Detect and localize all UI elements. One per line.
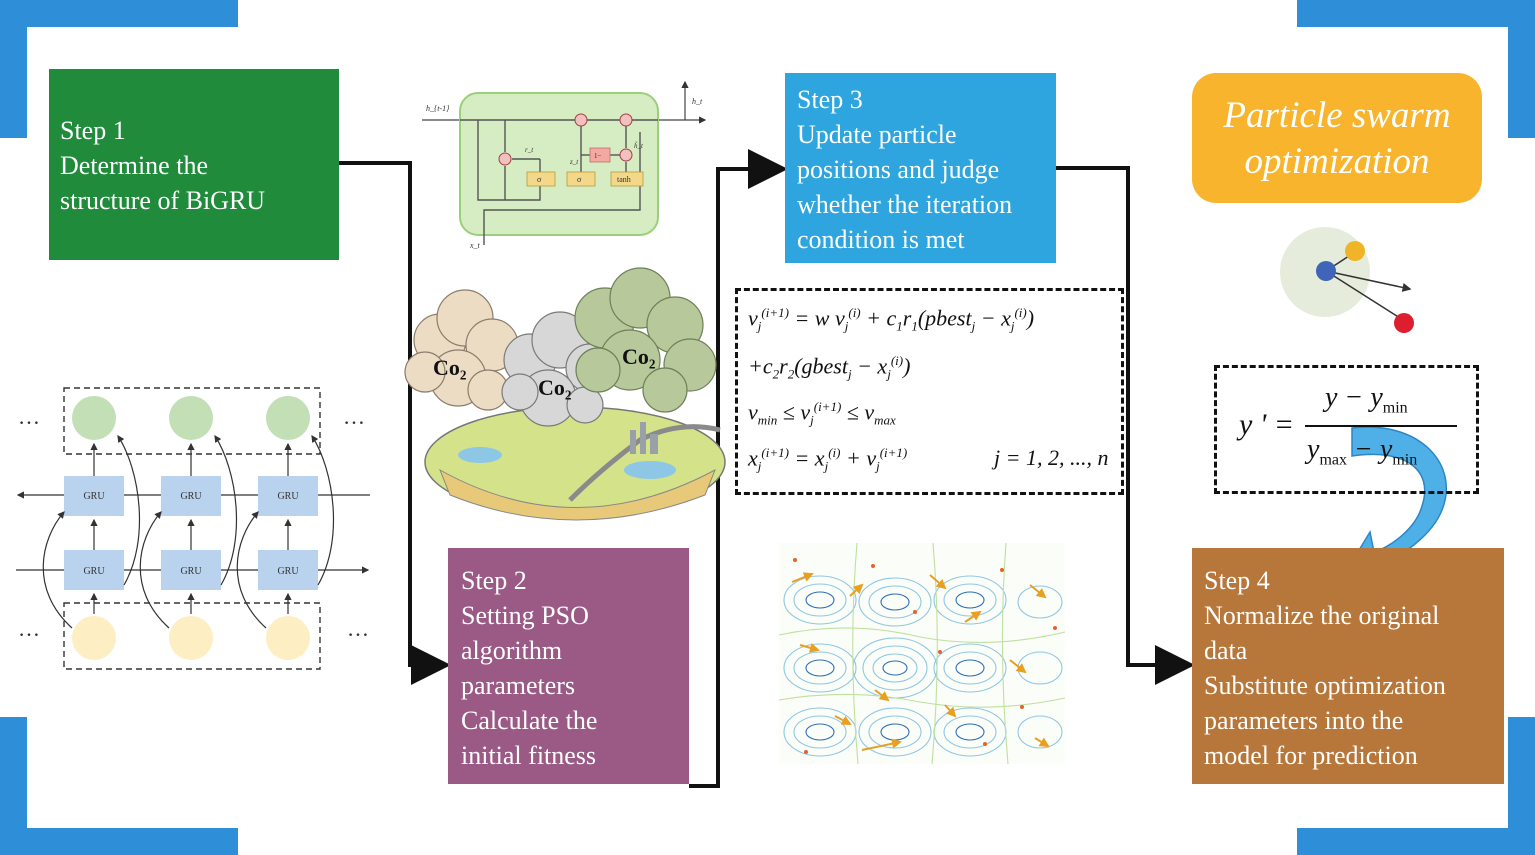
svg-text:GRU: GRU xyxy=(180,566,202,577)
step2-line: Calculate the xyxy=(461,706,598,735)
gru-cell-diagram: h_{t-1} h_t x_t r_t z_t σ σ tanh 1− h̃_t xyxy=(422,80,707,250)
normalization-numerator: y − ymin xyxy=(1325,382,1408,417)
svg-text:1−: 1− xyxy=(594,152,602,160)
frame-corner-top-right-vertical xyxy=(1508,0,1535,138)
svg-text:σ: σ xyxy=(577,175,582,184)
svg-text:GRU: GRU xyxy=(180,491,202,502)
svg-text:h̃_t: h̃_t xyxy=(634,142,644,150)
svg-text:σ: σ xyxy=(537,175,542,184)
pso-contour-plot xyxy=(778,542,1066,765)
step4-line: Normalize the original xyxy=(1204,601,1440,630)
bigru-network: GRU GRU GRU GRU GRU GRU … … … … xyxy=(16,387,370,670)
frame-corner-bottom-left xyxy=(0,828,238,855)
step3-line: whether the iteration xyxy=(797,190,1013,219)
step2-line: parameters xyxy=(461,671,576,700)
svg-text:x_t: x_t xyxy=(469,241,481,250)
step2-line: Setting PSO xyxy=(461,601,589,630)
step4-box: Step 4 Normalize the original data Subst… xyxy=(1192,548,1504,784)
normalization-lhs: y ' = xyxy=(1239,408,1294,441)
svg-text:GRU: GRU xyxy=(277,491,299,502)
frame-corner-top-left-vertical xyxy=(0,0,27,138)
svg-text:z_t: z_t xyxy=(569,158,579,166)
step4-title: Step 4 xyxy=(1204,566,1270,595)
normalization-formula-box: y ' = y − ymin ymax − ymin xyxy=(1214,365,1479,494)
step2-box: Step 2 Setting PSO algorithm parameters … xyxy=(448,548,689,784)
step2-line: initial fitness xyxy=(461,741,597,770)
svg-text:h_{t-1}: h_{t-1} xyxy=(426,104,450,113)
step1-title: Step 1 xyxy=(60,116,126,145)
svg-text:…: … xyxy=(18,404,40,429)
pso-title-line: optimization xyxy=(1244,141,1430,182)
step3-box: Step 3 Update particle positions and jud… xyxy=(785,73,1056,263)
step3-line: positions and judge xyxy=(797,155,1000,184)
normalization-denominator: ymax − ymin xyxy=(1307,434,1418,469)
velocity-update-equation-line2: +c2r2(gbestj − xj(i)) xyxy=(748,353,911,382)
index-range-equation: j = 1, 2, ..., n xyxy=(994,445,1109,470)
svg-text:tanh: tanh xyxy=(617,175,631,184)
svg-text:Co₂: Co₂ xyxy=(538,375,572,400)
frame-corner-top-right xyxy=(1297,0,1535,27)
svg-text:…: … xyxy=(18,616,40,641)
step1-line: Determine the xyxy=(60,151,208,180)
svg-text:h_t: h_t xyxy=(692,97,703,106)
step2-title: Step 2 xyxy=(461,566,527,595)
co2-illustration: Co₂ Co₂ Co₂ xyxy=(404,267,726,521)
step2-line: algorithm xyxy=(461,636,563,665)
pso-equations-box: vj(i+1) = w vj(i) + c1r1(pbestj − xj(i))… xyxy=(735,288,1124,495)
step4-line: Substitute optimization xyxy=(1204,671,1446,700)
arrow-step3-to-step4 xyxy=(1056,166,1195,685)
svg-text:…: … xyxy=(343,404,365,429)
pso-title-line: Particle swarm xyxy=(1223,95,1451,136)
svg-text:Co₂: Co₂ xyxy=(433,355,467,380)
position-update-equation: xj(i+1) = xj(i) + vj(i+1) xyxy=(748,445,908,474)
svg-text:GRU: GRU xyxy=(83,491,105,502)
step3-line: condition is met xyxy=(797,225,965,254)
step4-line: model for prediction xyxy=(1204,741,1418,770)
pso-title-badge: Particle swarm optimization xyxy=(1192,73,1482,203)
frame-corner-bottom-left-vertical xyxy=(0,717,27,855)
step4-line: data xyxy=(1204,636,1248,665)
step4-line: parameters into the xyxy=(1204,706,1404,735)
normalization-fraction-bar xyxy=(1305,425,1457,427)
svg-text:Co₂: Co₂ xyxy=(622,344,656,369)
frame-corner-bottom-right-vertical xyxy=(1508,717,1535,855)
step3-line: Update particle xyxy=(797,120,957,149)
svg-text:GRU: GRU xyxy=(83,566,105,577)
svg-text:…: … xyxy=(347,616,369,641)
svg-text:r_t: r_t xyxy=(525,146,534,154)
velocity-bounds-equation: vmin ≤ vj(i+1) ≤ vmax xyxy=(748,399,896,428)
arrow-step1-to-step2 xyxy=(339,161,451,685)
particle-icon xyxy=(1280,227,1414,333)
step1-line: structure of BiGRU xyxy=(60,186,266,215)
frame-corner-bottom-right xyxy=(1297,828,1535,855)
velocity-update-equation-line1: vj(i+1) = w vj(i) + c1r1(pbestj − xj(i)) xyxy=(748,305,1035,334)
frame-corner-top-left xyxy=(0,0,238,27)
step3-title: Step 3 xyxy=(797,85,863,114)
step1-box: Step 1 Determine the structure of BiGRU xyxy=(49,69,339,260)
svg-text:GRU: GRU xyxy=(277,566,299,577)
